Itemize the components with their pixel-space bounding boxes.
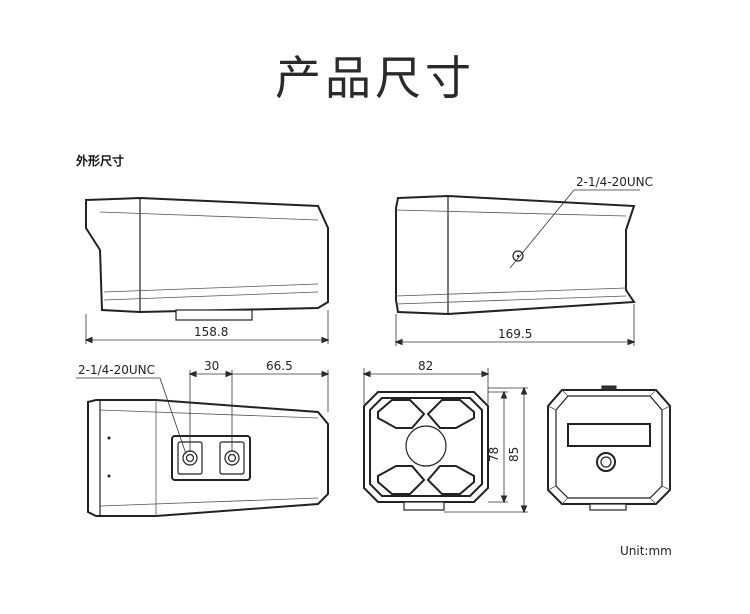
dim-offset: 66.5	[266, 359, 293, 373]
unit-label: Unit:mm	[620, 544, 672, 558]
dim-front-outer-height: 85	[507, 447, 521, 462]
dim-spacing: 30	[204, 359, 219, 373]
page-title: 产品尺寸	[275, 51, 475, 105]
dim-length-left: 158.8	[194, 325, 228, 339]
section-subtitle: 外形尺寸	[76, 154, 125, 168]
side-view-left: 158.8	[84, 196, 330, 344]
front-view: 82 78 85	[362, 359, 528, 514]
dim-front-width: 82	[418, 359, 433, 373]
side-view-right: 2-1/4-20UNC 169.5	[394, 175, 653, 346]
thread-label-right: 2-1/4-20UNC	[576, 175, 653, 189]
rear-view	[547, 385, 671, 511]
thread-label-bottom: 2-1/4-20UNC	[78, 363, 155, 377]
bottom-view: 2-1/4-20UNC 30 66.5	[76, 359, 330, 517]
dim-length-right: 169.5	[498, 327, 532, 341]
dim-front-inner-height: 78	[487, 447, 501, 462]
